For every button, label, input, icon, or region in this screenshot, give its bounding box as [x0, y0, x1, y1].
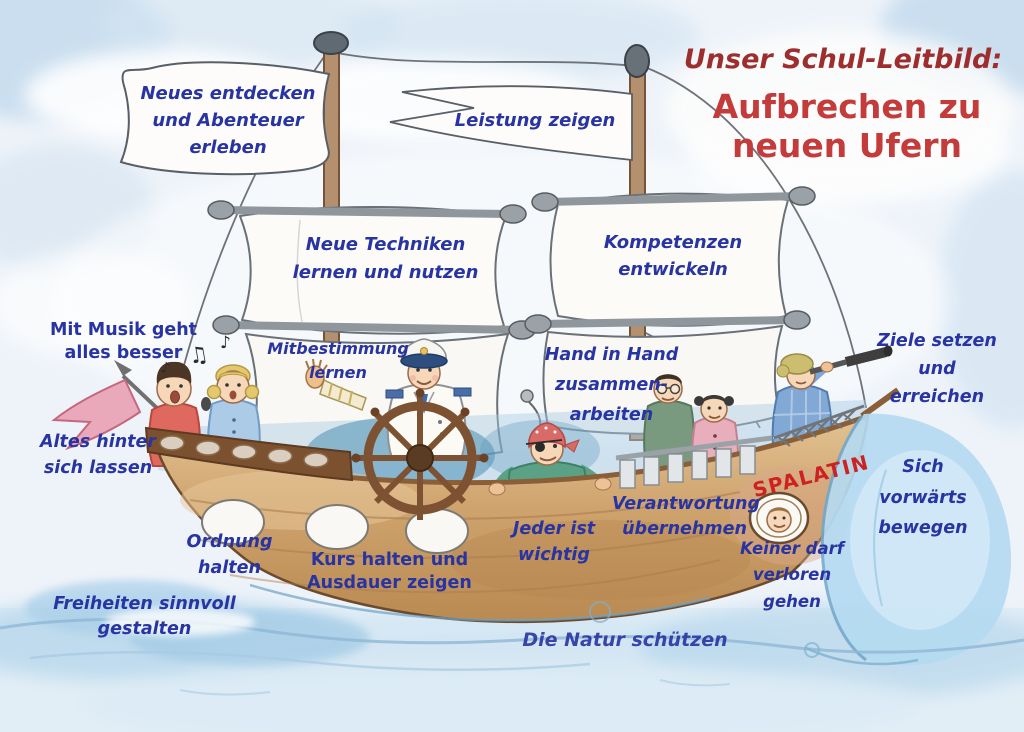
eye-patch-icon: [535, 442, 545, 452]
deck-railing: [615, 435, 773, 489]
ship-wheel: [351, 388, 489, 520]
portholes: [201, 499, 469, 554]
label-hand-in-hand: Hand in Hand zusammen- arbeiten: [544, 345, 679, 426]
label-flag-top-left: Neues entdecken und Abenteuer erleben: [140, 83, 316, 158]
waving-hand-icon: [305, 365, 325, 389]
bow-lattice-railing: [773, 404, 865, 447]
label-kurs: Kurs halten und Ausdauer zeigen: [307, 550, 472, 594]
bowsprit: [860, 387, 900, 419]
poster-subtitle: Aufbrechen zu neuen Ufern: [712, 87, 982, 165]
label-ziele: Ziele setzen und erreichen: [877, 331, 997, 407]
label-jeder: Jeder ist wichtig: [512, 519, 596, 566]
waves-foreground: [0, 413, 1024, 696]
pirate-hand: [488, 482, 506, 496]
label-sail-left: Neue Techniken lernen und nutzen: [292, 234, 479, 283]
label-sich-vorwaerts: Sich vorwärts bewegen: [878, 457, 968, 539]
porthole-child: [748, 491, 810, 545]
label-music: Mit Musik geht alles besser: [49, 320, 198, 363]
label-verantwortung: Verantwortung übernehmen: [612, 494, 761, 540]
music-note-icon: ♪: [220, 333, 231, 353]
label-freiheiten: Freiheiten sinnvoll gestalten: [53, 594, 236, 639]
pirate-hand: [594, 477, 612, 491]
label-keiner: Keiner darf verloren gehen: [740, 539, 844, 611]
glasses-icon: [656, 383, 668, 395]
captain-figure: [305, 338, 472, 460]
stern-railing: [144, 426, 354, 482]
pennant-flag: [389, 85, 633, 162]
label-sail-right: Kompetenzen entwickeln: [603, 232, 743, 280]
label-ordnung: Ordnung halten: [186, 532, 273, 579]
poster-title: Unser Schul-Leitbild:: [683, 44, 1003, 75]
music-note-icon: ♪: [159, 358, 171, 377]
singing-children: ♫ ♪ ♪: [148, 333, 261, 467]
label-altes: Altes hinter sich lassen: [39, 432, 157, 479]
label-pennant: Leistung zeigen: [454, 110, 616, 131]
upper-sails: [207, 186, 816, 340]
label-natur: Die Natur schützen: [522, 629, 728, 651]
mast-knob-icon: [624, 44, 650, 78]
left-flag: [119, 61, 331, 176]
label-mitbestimmung: Mitbestimmung lernen: [267, 339, 409, 382]
music-note-icon: ♫: [187, 342, 211, 370]
mast-cap-icon: [313, 31, 349, 55]
pulley-icon: [520, 389, 534, 403]
